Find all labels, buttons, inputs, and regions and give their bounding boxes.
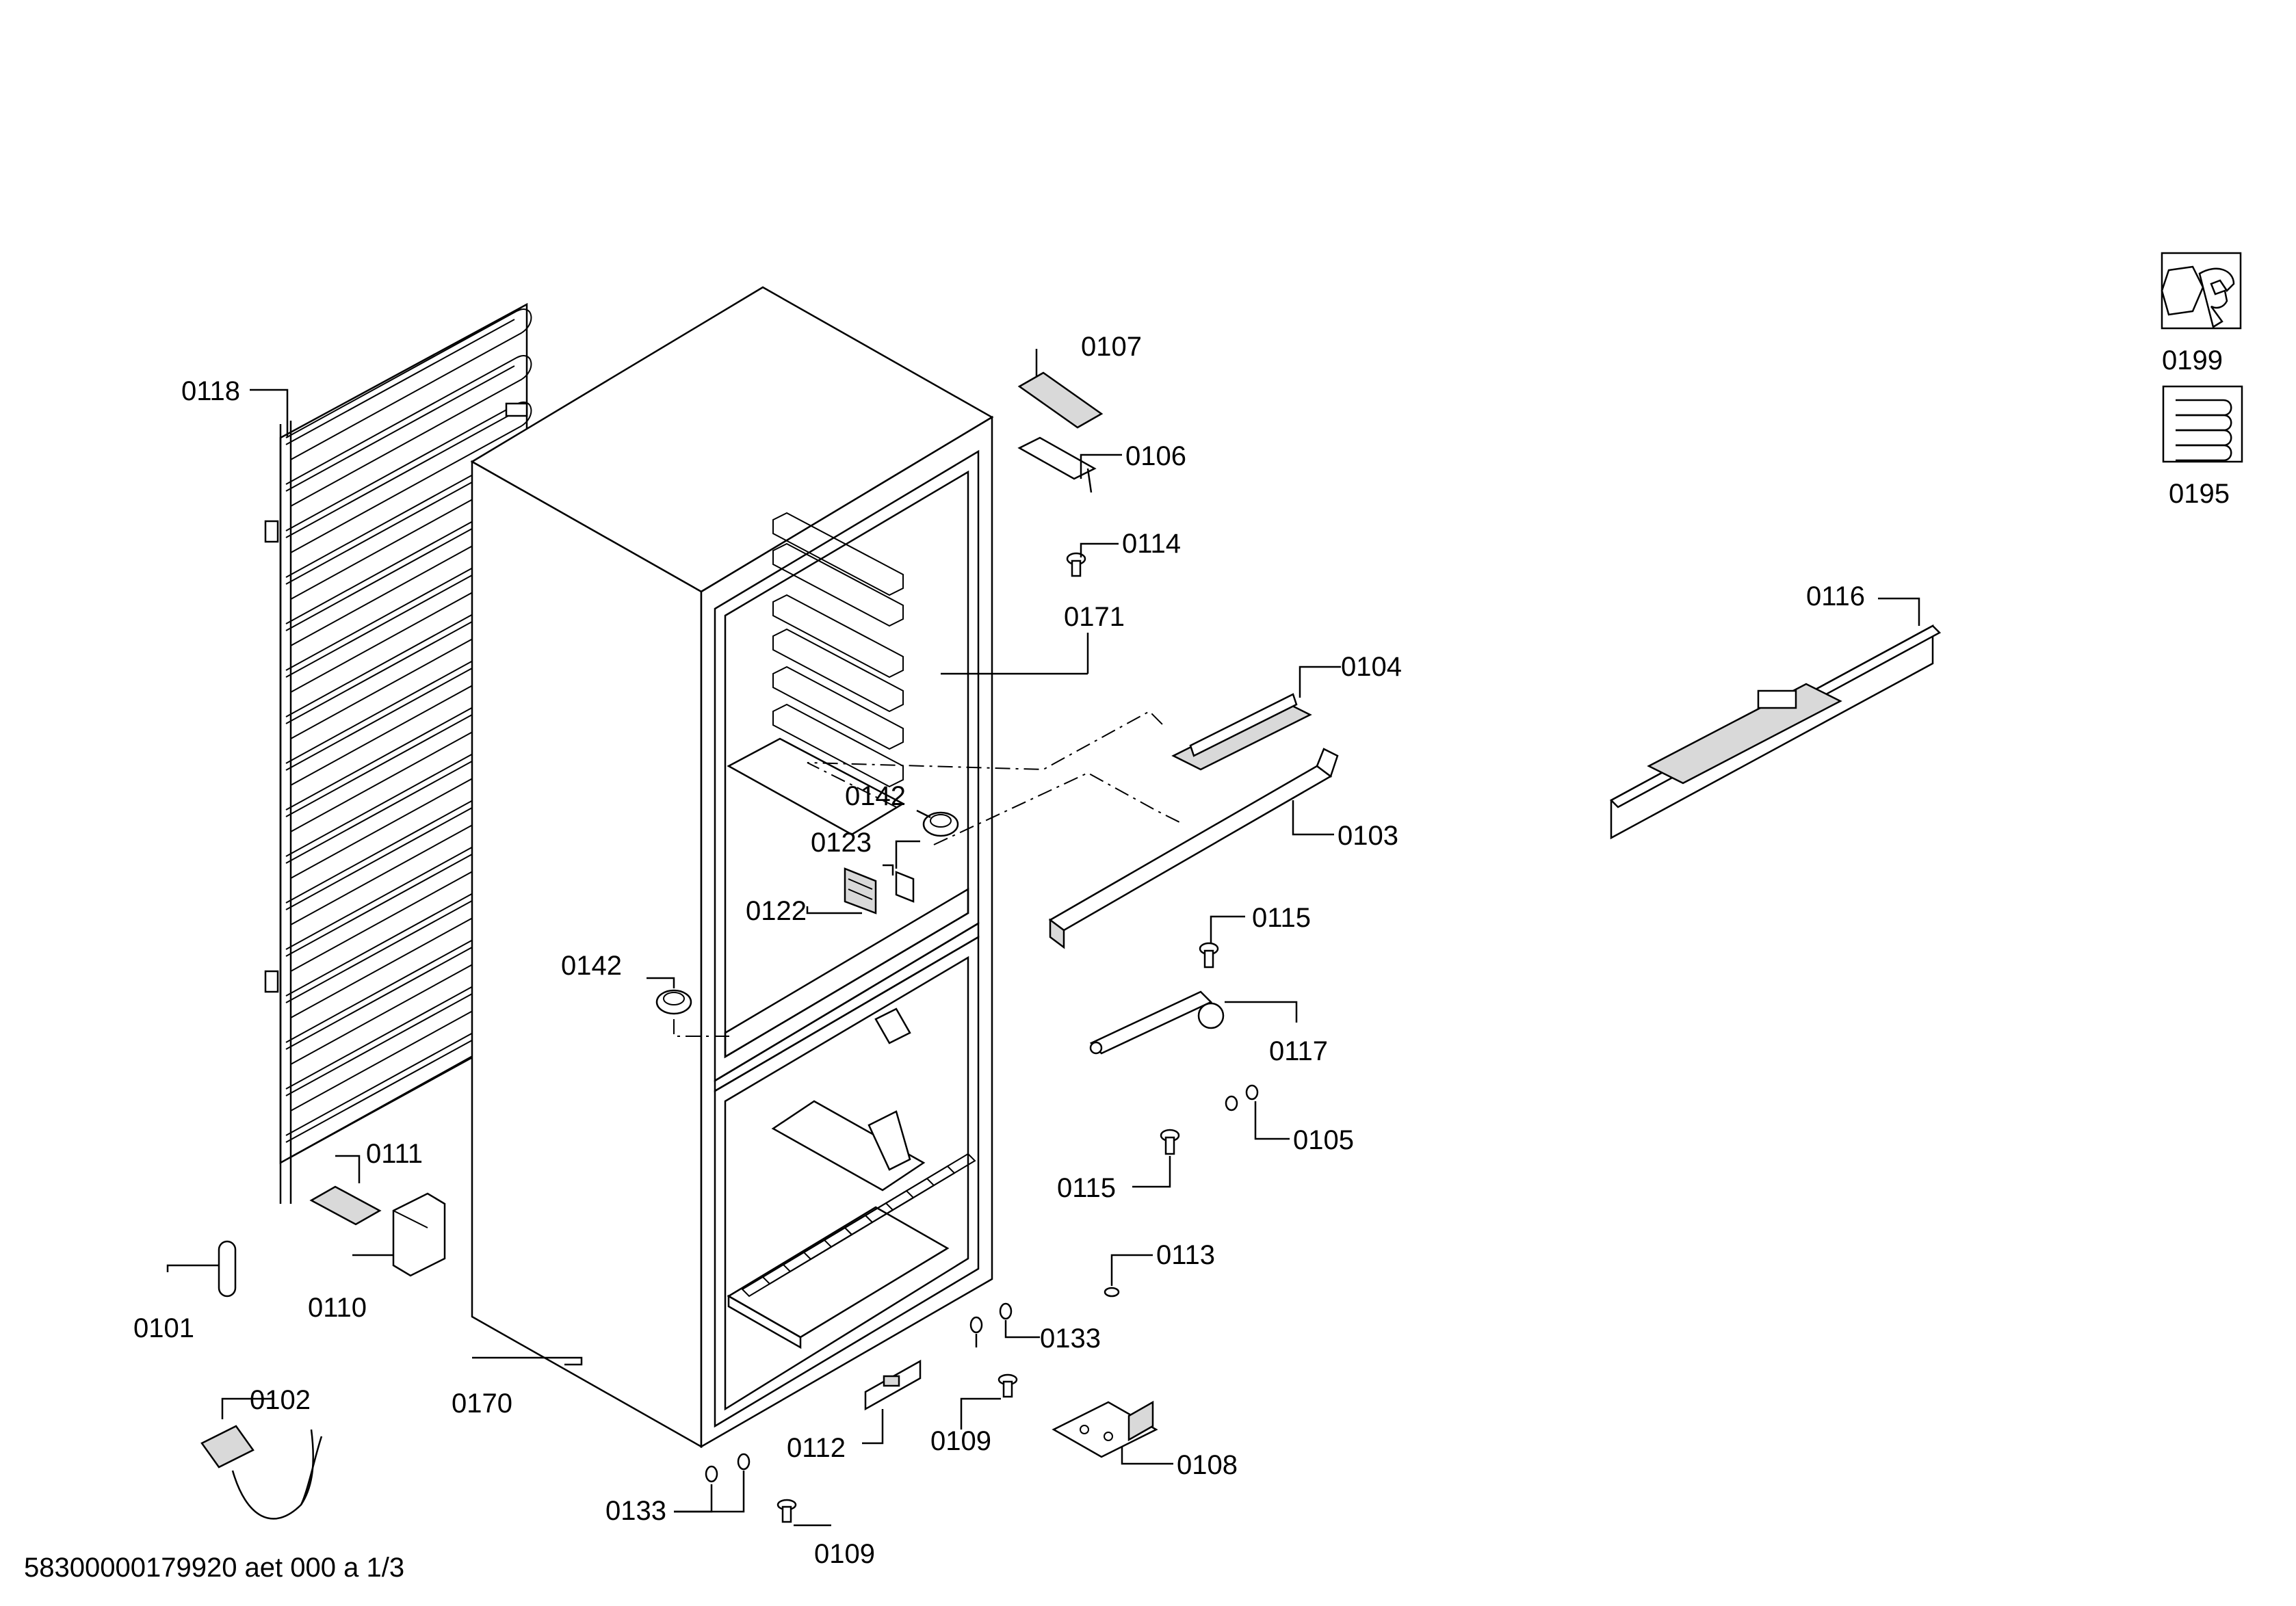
label-0118: 0118 xyxy=(181,376,240,406)
label-0199: 0199 xyxy=(2162,345,2223,376)
label-0195: 0195 xyxy=(2169,479,2230,509)
label-0107: 0107 xyxy=(1081,332,1142,362)
relay-0110 xyxy=(392,1192,446,1277)
shelf-rail xyxy=(772,512,904,596)
fuse-0101 xyxy=(218,1240,237,1298)
label-0116: 0116 xyxy=(1806,581,1865,611)
label-0142-lower: 0142 xyxy=(561,951,622,981)
label-0117: 0117 xyxy=(1269,1036,1328,1066)
control-bracket-0104 xyxy=(1171,693,1312,771)
label-0115-upper: 0115 xyxy=(1252,903,1311,933)
caps-0133-bottom xyxy=(705,1453,751,1483)
screw-0109-right xyxy=(997,1373,1018,1398)
coil-wire xyxy=(285,365,515,492)
washers-0105 xyxy=(1225,1084,1259,1111)
bracket-0111 xyxy=(309,1185,382,1226)
screw-0114 xyxy=(1066,552,1086,577)
document-code: 58300000179920 aet 000 a 1/3 xyxy=(24,1553,404,1583)
label-0101: 0101 xyxy=(133,1313,194,1343)
screw-0113 xyxy=(1104,1287,1120,1298)
bottom-hinge-0108 xyxy=(1052,1400,1158,1458)
crisper-rib xyxy=(864,1153,976,1224)
shelf-rail xyxy=(772,666,904,750)
label-0123: 0123 xyxy=(811,828,872,858)
plug-0142-lower xyxy=(655,989,692,1015)
label-0106: 0106 xyxy=(1125,441,1186,471)
shelf-rail xyxy=(772,703,904,788)
hinge-plate-0106 xyxy=(1017,436,1097,493)
caps-0133-right xyxy=(969,1302,1013,1334)
shelf-rail xyxy=(772,542,904,627)
label-0111: 0111 xyxy=(366,1139,423,1169)
label-0133-right: 0133 xyxy=(1040,1324,1101,1354)
coil-icon-loop xyxy=(2176,444,2232,462)
label-0105: 0105 xyxy=(1293,1125,1354,1155)
label-0102: 0102 xyxy=(250,1385,311,1415)
coil-tube xyxy=(285,308,532,460)
coil-tube xyxy=(285,355,532,507)
screw-0109-bottom xyxy=(777,1499,797,1523)
label-0110: 0110 xyxy=(308,1293,367,1323)
hinge-0117 xyxy=(1089,990,1225,1055)
label-0113: 0113 xyxy=(1156,1240,1215,1270)
label-0114: 0114 xyxy=(1122,529,1181,559)
label-0109-right: 0109 xyxy=(930,1426,991,1456)
shelf-rail xyxy=(772,628,904,713)
plug-0142-upper xyxy=(922,811,959,837)
fridge-cabinet xyxy=(470,286,994,1449)
label-0108: 0108 xyxy=(1177,1450,1238,1480)
wrench-nut-icon xyxy=(2161,252,2242,330)
label-0171: 0171 xyxy=(1064,602,1125,632)
control-panel-0116 xyxy=(1609,624,1942,840)
temperature-sensor-0122 xyxy=(844,867,877,914)
drain-0112 xyxy=(864,1359,922,1411)
top-rail-0103 xyxy=(1048,748,1339,949)
label-0112: 0112 xyxy=(787,1433,846,1463)
hinge-cover-0107 xyxy=(1017,371,1104,429)
coil-wire xyxy=(285,319,515,445)
sensor-holder-0123 xyxy=(895,871,915,903)
label-0109-bottom: 0109 xyxy=(814,1539,875,1569)
power-cord-0102 xyxy=(200,1425,323,1520)
label-0133-bottom: 0133 xyxy=(605,1496,666,1526)
label-0142-upper: 0142 xyxy=(845,781,906,811)
label-0122: 0122 xyxy=(746,896,807,926)
screw-0115-upper xyxy=(1199,942,1219,969)
shelf-rail xyxy=(772,594,904,679)
coil-wire xyxy=(285,412,515,538)
label-0104: 0104 xyxy=(1341,652,1402,682)
condenser-coil-icon xyxy=(2162,385,2243,463)
label-0170: 0170 xyxy=(452,1388,512,1419)
label-0103: 0103 xyxy=(1338,821,1398,851)
label-0115-lower: 0115 xyxy=(1057,1173,1116,1203)
screw-0115-lower xyxy=(1160,1129,1180,1155)
